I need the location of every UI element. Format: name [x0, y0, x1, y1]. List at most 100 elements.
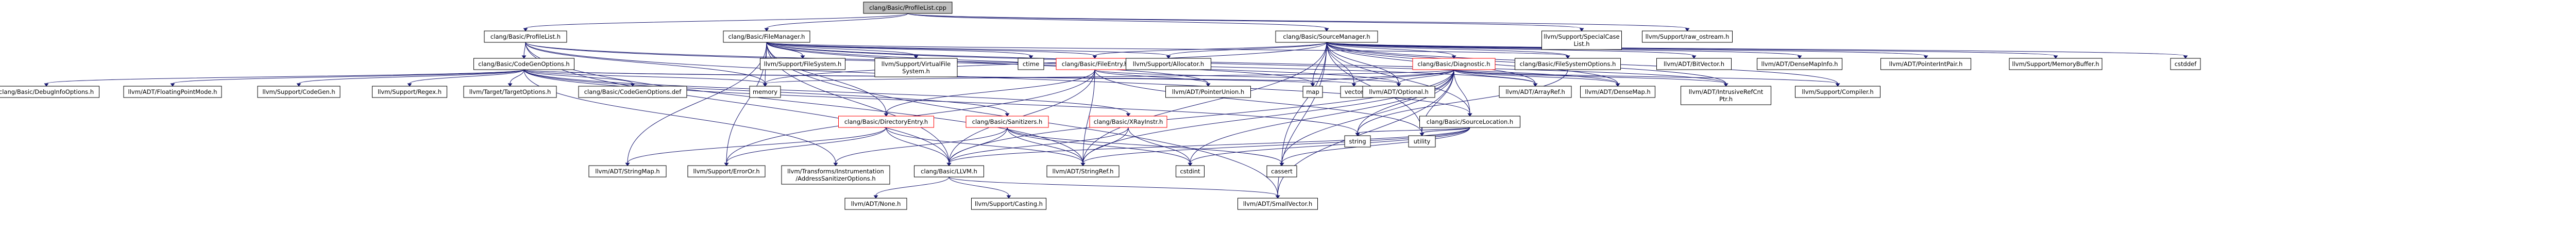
node-box: [874, 58, 958, 77]
node-box: [1302, 86, 1323, 98]
node-ctime[interactable]: ctime: [1018, 58, 1044, 70]
node-pointerintpair[interactable]: llvm/ADT/PointerIntPair.h: [1880, 58, 1971, 70]
node-profilelist_h[interactable]: clang/Basic/ProfileList.h: [484, 30, 567, 43]
node-stringref[interactable]: llvm/ADT/StringRef.h: [1046, 165, 1120, 178]
node-box: [463, 86, 557, 98]
node-box: [760, 58, 845, 70]
node-sourcemanager[interactable]: clang/Basic/SourceManager.h: [1275, 30, 1378, 43]
edge-profilelist_h-to-codegenopts: [521, 42, 527, 59]
edge-diagnostic-to-sourcelocation: [1453, 69, 1472, 117]
node-label: llvm/Support/Compiler.h: [1802, 88, 1873, 95]
edge-sourcelocation-to-cstdint: [1188, 127, 1470, 166]
edge-fileentry-to-direntry: [884, 69, 1095, 117]
node-box: [1089, 116, 1167, 128]
node-label: map: [1306, 88, 1319, 95]
node-arrayref[interactable]: llvm/ADT/ArrayRef.h: [1499, 86, 1572, 98]
node-box: [1165, 86, 1251, 98]
edge-sourcemanager-to-fsoptions: [1326, 42, 1570, 59]
node-label: llvm/Support/Casting.h: [975, 200, 1043, 207]
node-box: [863, 2, 953, 14]
edge-sourcemanager-to-cstddef: [1326, 42, 2188, 59]
node-allocator[interactable]: llvm/Support/Allocator.h: [1126, 58, 1211, 70]
edge-sanitizers-to-cassert: [1007, 127, 1284, 166]
node-cstddef[interactable]: cstddef: [2170, 58, 2201, 70]
node-compiler[interactable]: llvm/Support/Compiler.h: [1795, 86, 1880, 98]
node-label: llvm/Support/VirtualFile: [882, 60, 951, 68]
node-root: clang/Basic/ProfileList.cpp: [863, 2, 953, 14]
node-erroror[interactable]: llvm/Support/ErrorOr.h: [687, 165, 766, 178]
node-label: llvm/ADT/IntrusiveRefCnt: [1689, 88, 1764, 95]
node-codegendef[interactable]: clang/Basic/CodeGenOptions.def: [578, 86, 687, 98]
node-direntry[interactable]: clang/Basic/DirectoryEntry.h: [838, 116, 934, 128]
node-label: llvm/ADT/DenseMapInfo.h: [1761, 60, 1838, 68]
edge-filemanager-to-ctime: [766, 42, 1033, 59]
node-box: [2009, 58, 2103, 70]
node-label: llvm/Support/SpecialCase: [1544, 33, 1619, 40]
node-utility[interactable]: utility: [1408, 135, 1436, 148]
node-bitvector[interactable]: llvm/ADT/BitVector.h: [1656, 58, 1732, 70]
node-box: [473, 58, 574, 70]
edge-direntry-to-erroror: [724, 127, 887, 166]
node-floatmode[interactable]: llvm/ADT/FloatingPointMode.h: [123, 86, 222, 98]
node-label: llvm/Support/Regex.h: [378, 88, 442, 95]
node-box: [838, 116, 934, 128]
node-casting[interactable]: llvm/Support/Casting.h: [971, 198, 1046, 210]
node-diagnostic[interactable]: clang/Basic/Diagnostic.h: [1412, 58, 1496, 70]
node-label: clang/Basic/SourceManager.h: [1283, 33, 1370, 40]
edge-direntry-to-stringref: [886, 127, 1086, 166]
node-box: [1419, 116, 1520, 128]
node-sourcelocation[interactable]: clang/Basic/SourceLocation.h: [1419, 116, 1520, 128]
node-fileentry[interactable]: clang/Basic/FileEntry.h: [1056, 58, 1134, 70]
node-label: llvm/ADT/StringRef.h: [1053, 168, 1114, 175]
node-label: clang/Basic/LLVM.h: [921, 168, 977, 175]
edge-codegenopts-to-codegen: [296, 69, 524, 87]
node-label: llvm/ADT/ArrayRef.h: [1505, 88, 1565, 95]
edge-sourcemanager-to-allocator: [1166, 42, 1327, 59]
edge-diagnostic-to-densemap: [1453, 69, 1620, 87]
node-codegen[interactable]: llvm/Support/CodeGen.h: [257, 86, 341, 98]
node-stringmap[interactable]: llvm/ADT/StringMap.h: [588, 165, 667, 178]
node-densemapinfo[interactable]: llvm/ADT/DenseMapInfo.h: [1757, 58, 1842, 70]
node-memorybuffer[interactable]: llvm/Support/MemoryBuffer.h: [2009, 58, 2103, 70]
node-memory[interactable]: memory: [749, 86, 781, 98]
node-densemap[interactable]: llvm/ADT/DenseMap.h: [1580, 86, 1655, 98]
node-box: [588, 165, 667, 178]
node-cassert[interactable]: cassert: [1266, 165, 1297, 178]
node-label: List.h: [1573, 40, 1589, 47]
node-vector[interactable]: vector: [1340, 86, 1368, 98]
node-regex[interactable]: llvm/Support/Regex.h: [372, 86, 447, 98]
edge-diagnostic-to-optional: [1396, 69, 1454, 87]
node-targetoptions[interactable]: llvm/Target/TargetOptions.h: [463, 86, 557, 98]
node-box: [2170, 58, 2201, 70]
node-codegenopts[interactable]: clang/Basic/CodeGenOptions.h: [473, 58, 574, 70]
node-sanitizers[interactable]: clang/Basic/Sanitizers.h: [965, 116, 1049, 128]
node-fsoptions[interactable]: clang/Basic/FileSystemOptions.h: [1515, 58, 1621, 70]
node-cstdint[interactable]: cstdint: [1176, 165, 1205, 178]
node-box: [1515, 58, 1621, 70]
node-label: clang/Basic/CodeGenOptions.h: [478, 60, 569, 68]
node-xrayinstr[interactable]: clang/Basic/XRayInstr.h: [1089, 116, 1167, 128]
node-none[interactable]: llvm/ADT/None.h: [844, 198, 907, 210]
node-box: [1681, 86, 1771, 105]
node-fsystem[interactable]: llvm/Support/FileSystem.h: [760, 58, 845, 70]
edge-direntry-to-llvmh: [886, 127, 952, 166]
node-rawostream[interactable]: llvm/Support/raw_ostream.h: [1642, 30, 1733, 43]
node-map[interactable]: map: [1302, 86, 1323, 98]
node-filemanager[interactable]: clang/Basic/FileManager.h: [723, 30, 810, 43]
node-debuginfo[interactable]: clang/Basic/DebugInfoOptions.h: [0, 86, 99, 98]
node-box: [1499, 86, 1572, 98]
node-smallvector[interactable]: llvm/ADT/SmallVector.h: [1238, 198, 1318, 210]
node-string[interactable]: string: [1344, 135, 1371, 148]
node-optional[interactable]: llvm/ADT/Optional.h: [1362, 86, 1435, 98]
edge-diagnostic-to-map: [1310, 69, 1454, 87]
node-asansan[interactable]: llvm/Transforms/Instrumentation/AddressS…: [781, 165, 890, 185]
node-pointerunion[interactable]: llvm/ADT/PointerUnion.h: [1165, 86, 1251, 98]
node-label: utility: [1414, 138, 1431, 145]
node-llvmh[interactable]: clang/Basic/LLVM.h: [914, 165, 984, 178]
node-label: llvm/Support/Allocator.h: [1133, 60, 1204, 68]
node-label: clang/Basic/Diagnostic.h: [1417, 60, 1490, 68]
edge-sourcemanager-to-bitvector: [1326, 42, 1697, 59]
